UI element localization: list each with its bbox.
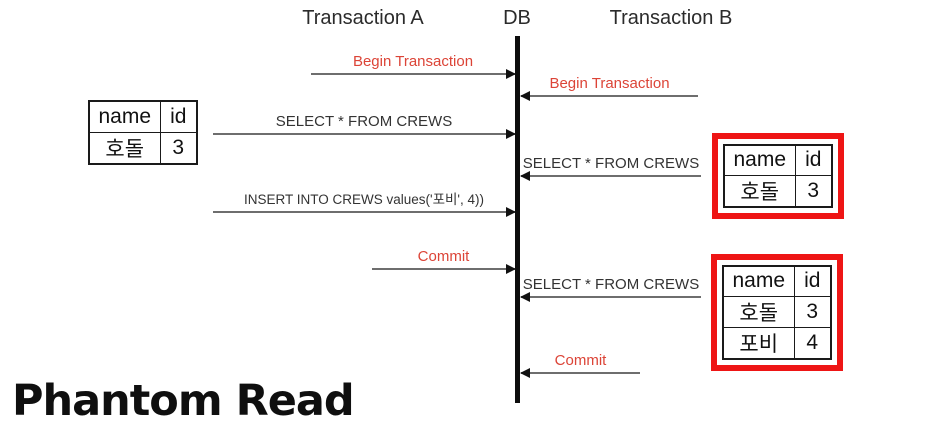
table-row-phantom: 포비 4 xyxy=(722,326,832,359)
db-lifeline xyxy=(515,36,520,403)
lane-label-db: DB xyxy=(503,7,531,29)
arrow-label: Begin Transaction xyxy=(549,75,670,92)
arrow-line xyxy=(311,73,515,75)
initial-state-table: name id 호돌 3 xyxy=(88,100,198,165)
arrow-label: SELECT * FROM CREWS xyxy=(275,113,453,130)
cell-name: 호돌 xyxy=(722,295,795,328)
first-read-result-table: name id 호돌 3 xyxy=(723,144,833,208)
table-header-id: id xyxy=(159,100,198,133)
second-read-result-highlight: name id 호돌 3 포비 4 xyxy=(711,254,843,371)
arrowhead-left-icon xyxy=(520,368,530,378)
arrow-insert-a: INSERT INTO CREWS values('포비', 4)) xyxy=(213,189,516,217)
table-header-row: name id xyxy=(723,144,833,176)
table-row: 호돌 3 xyxy=(723,174,833,207)
arrow-label: SELECT * FROM CREWS xyxy=(522,155,700,172)
arrow-select-b-second: SELECT * FROM CREWS xyxy=(520,274,701,302)
cell-id: 3 xyxy=(794,174,833,207)
cell-id: 4 xyxy=(793,326,832,359)
cell-name: 호돌 xyxy=(723,174,796,207)
cell-id: 3 xyxy=(793,295,832,328)
arrow-label: Commit xyxy=(554,352,607,369)
page-title: Phantom Read xyxy=(12,376,355,426)
cell-name: 호돌 xyxy=(88,131,161,164)
arrow-label: Commit xyxy=(417,248,470,265)
arrow-line xyxy=(213,133,515,135)
arrowhead-left-icon xyxy=(520,171,530,181)
arrowhead-right-icon xyxy=(506,129,516,139)
table-header-name: name xyxy=(722,265,795,297)
table-header-name: name xyxy=(723,144,796,176)
arrow-label: Begin Transaction xyxy=(352,53,474,70)
table-header-row: name id xyxy=(88,100,198,133)
arrow-commit-a: Commit xyxy=(372,246,516,274)
arrow-select-a: SELECT * FROM CREWS xyxy=(213,111,516,139)
arrowhead-right-icon xyxy=(506,69,516,79)
lane-label-transaction-a: Transaction A xyxy=(302,7,424,29)
arrow-line xyxy=(372,268,515,270)
table-header-id: id xyxy=(793,265,832,297)
lane-label-transaction-b: Transaction B xyxy=(609,7,733,29)
arrow-begin-transaction-b: Begin Transaction xyxy=(520,73,698,101)
cell-id: 3 xyxy=(159,131,198,164)
arrow-line xyxy=(521,95,698,97)
arrow-label: INSERT INTO CREWS values('포비', 4)) xyxy=(243,192,485,207)
arrow-line xyxy=(521,175,701,177)
arrow-label: SELECT * FROM CREWS xyxy=(522,276,700,293)
arrow-line xyxy=(521,296,701,298)
cell-name: 포비 xyxy=(722,326,795,359)
table-header-id: id xyxy=(794,144,833,176)
arrowhead-left-icon xyxy=(520,91,530,101)
arrow-line xyxy=(521,372,640,374)
table-header-row: name id xyxy=(722,265,832,297)
arrow-begin-transaction-a: Begin Transaction xyxy=(311,51,516,79)
arrowhead-right-icon xyxy=(506,207,516,217)
first-read-result-highlight: name id 호돌 3 xyxy=(712,133,844,219)
arrow-select-b-first: SELECT * FROM CREWS xyxy=(520,153,701,181)
table-row: 호돌 3 xyxy=(722,295,832,328)
table-header-name: name xyxy=(88,100,161,133)
second-read-result-table: name id 호돌 3 포비 4 xyxy=(722,265,832,360)
arrow-commit-b: Commit xyxy=(520,350,640,378)
arrow-line xyxy=(213,211,515,213)
arrowhead-right-icon xyxy=(506,264,516,274)
arrowhead-left-icon xyxy=(520,292,530,302)
table-row: 호돌 3 xyxy=(88,131,198,164)
